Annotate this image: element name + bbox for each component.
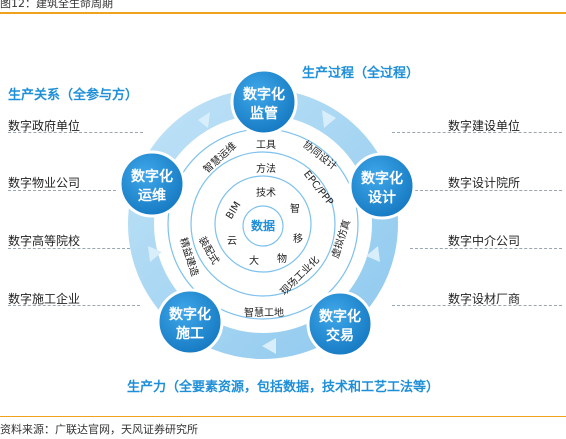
left-item-4: 数字施工企业 [8, 292, 81, 306]
right-item-2: 数字设计院所 [448, 176, 521, 190]
node-trade-line1: 数字化 [319, 308, 361, 325]
figure-title: 图12：建筑全生命周期 [0, 0, 113, 10]
ring-center [242, 205, 284, 247]
left-item-1: 数字政府单位 [8, 119, 81, 133]
cycle-arrow-icon [148, 246, 162, 262]
label-smart-site: 智慧工地 [244, 306, 284, 319]
node-operations-line1: 数字化 [131, 168, 173, 185]
left-divider-3 [8, 248, 130, 249]
figure-source: 资料来源：广联达官网，天风证券研究所 [0, 423, 198, 436]
cycle-arrow-icon [198, 112, 210, 128]
label-zhi: 智 [290, 202, 300, 215]
node-supervision: 数字化 监管 [230, 68, 298, 136]
right-item-4: 数字设材厂商 [448, 292, 521, 306]
right-divider-4 [392, 305, 562, 306]
node-design-line2: 设计 [368, 189, 396, 206]
right-item-1: 数字建设单位 [448, 119, 521, 133]
node-design: 数字化 设计 [348, 152, 416, 220]
left-item-2: 数字物业公司 [8, 176, 81, 190]
label-cloud: 云 [227, 236, 237, 247]
left-title: 生产关系（全参与方） [8, 88, 139, 103]
node-supervision-line1: 数字化 [243, 86, 285, 103]
cycle-arrow-icon [366, 246, 380, 262]
node-construction: 数字化 施工 [156, 288, 224, 356]
right-divider-1 [392, 132, 562, 133]
label-method: 方法 [256, 162, 276, 175]
left-item-3: 数字高等院校 [8, 234, 81, 248]
right-item-3: 数字中介公司 [448, 234, 521, 248]
right-divider-3 [410, 248, 562, 249]
label-data-center: 数据 [251, 218, 275, 233]
cycle-arrow-icon [262, 338, 276, 354]
label-big: 大 [249, 254, 259, 267]
node-construction-line2: 施工 [176, 325, 204, 342]
left-divider-2 [8, 190, 116, 191]
left-divider-4 [8, 305, 140, 306]
label-tech: 技术 [256, 186, 276, 199]
node-trade: 数字化 交易 [306, 290, 374, 358]
node-trade-line2: 交易 [326, 327, 354, 344]
bottom-title: 生产力（全要素资源，包括数据，技术和工艺工法等） [126, 380, 439, 395]
label-yi: 移 [293, 232, 303, 245]
top-rule [0, 12, 566, 14]
bottom-rule [0, 416, 566, 417]
node-operations-line2: 运维 [138, 187, 166, 204]
cycle-arrow-icon [322, 110, 336, 128]
cycle-arrows [148, 110, 380, 354]
node-construction-line1: 数字化 [169, 306, 211, 323]
right-divider-2 [410, 190, 562, 191]
label-tools: 工具 [256, 139, 276, 151]
right-title: 生产过程（全过程） [302, 66, 420, 81]
label-wu: 物 [277, 252, 287, 265]
node-operations: 数字化 运维 [118, 150, 186, 218]
node-supervision-line2: 监管 [250, 105, 278, 122]
node-design-line1: 数字化 [361, 170, 403, 187]
left-divider-1 [8, 132, 143, 133]
